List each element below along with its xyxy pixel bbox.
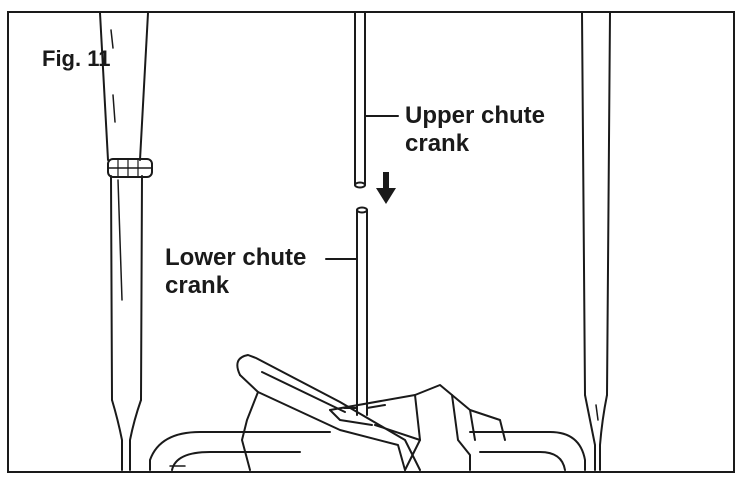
right-handle-tube <box>581 12 611 471</box>
lower-label-line-2: crank <box>165 272 230 300</box>
lower-chute-crank-rod <box>356 206 368 416</box>
down-arrow-icon <box>376 172 396 204</box>
upper-chute-crank-rod <box>354 12 366 189</box>
upper-label-line-2: crank <box>405 130 470 158</box>
lower-chute-crank-label: Lower chute crank <box>165 244 306 301</box>
figure-title: Fig. 11 <box>42 46 111 71</box>
figure-frame <box>7 11 735 473</box>
left-handle-tube <box>99 12 153 471</box>
lower-label-line-1: Lower chute <box>165 244 307 271</box>
upper-chute-crank-label: Upper chute crank <box>405 102 545 159</box>
upper-label-line-1: Upper chute <box>405 102 546 129</box>
chute-deflector <box>236 354 506 471</box>
lower-housing-frame <box>149 431 586 471</box>
